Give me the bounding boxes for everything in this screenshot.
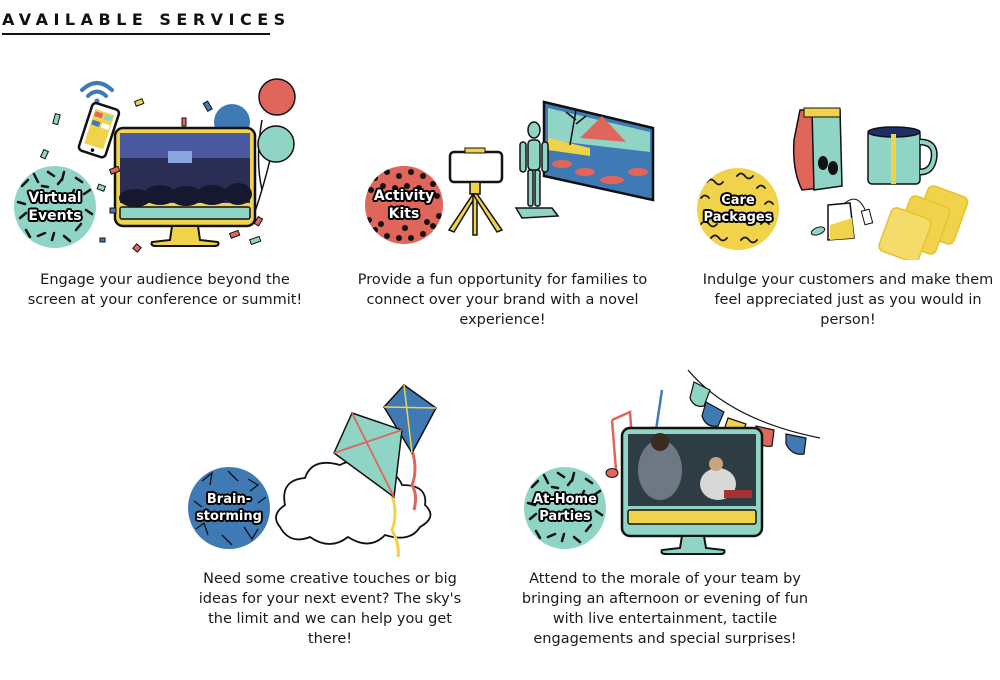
service-description: Engage your audience beyond the screen a… bbox=[27, 272, 303, 308]
service-card-brainstorming[interactable]: Brain- storming Need some creative touch… bbox=[180, 375, 490, 675]
dots-pattern-icon bbox=[366, 169, 442, 241]
badge-label: At-Home Parties bbox=[533, 492, 597, 524]
service-description: Indulge your customers and make them fee… bbox=[702, 272, 994, 328]
badge-label: Virtual Events bbox=[28, 190, 82, 224]
virtual-events-illustration bbox=[39, 78, 296, 253]
service-description: Attend to the morale of your team by bri… bbox=[521, 571, 809, 647]
wave-pattern-icon bbox=[700, 172, 774, 244]
squiggle-pattern-icon bbox=[16, 170, 94, 243]
service-card-at-home-parties[interactable]: At-Home Parties Attend to the morale of … bbox=[510, 360, 840, 675]
service-card-virtual-events[interactable]: Virtual Events Engage your audience beyo… bbox=[0, 70, 330, 340]
service-card-care-packages[interactable]: Care Packages Indulge your customers and… bbox=[690, 100, 1000, 340]
brainstorming-illustration bbox=[275, 384, 437, 558]
badge-label: Care Packages bbox=[703, 193, 773, 225]
badge-care-packages: Care Packages bbox=[697, 168, 779, 250]
section-title: AVAILABLE SERVICES bbox=[2, 10, 285, 35]
activity-kits-illustration bbox=[447, 100, 655, 236]
at-home-parties-illustration bbox=[605, 369, 821, 555]
service-description: Provide a fun opportunity for families t… bbox=[357, 272, 648, 328]
badge-brainstorming: Brain- storming bbox=[188, 467, 270, 549]
service-description: Need some creative touches or big ideas … bbox=[198, 571, 462, 647]
squiggle-pattern-icon bbox=[526, 471, 604, 544]
badge-activity-kits: Activity Kits bbox=[365, 166, 443, 244]
care-packages-illustration bbox=[792, 107, 969, 260]
service-card-activity-kits[interactable]: Activity Kits Provide a fun opportunity … bbox=[340, 90, 670, 340]
badge-at-home-parties: At-Home Parties bbox=[524, 467, 606, 549]
badge-virtual-events: Virtual Events bbox=[14, 166, 96, 248]
triangle-pattern-icon bbox=[193, 470, 267, 546]
badge-label: Activity Kits bbox=[373, 188, 435, 222]
badge-label: Brain- storming bbox=[196, 492, 262, 524]
